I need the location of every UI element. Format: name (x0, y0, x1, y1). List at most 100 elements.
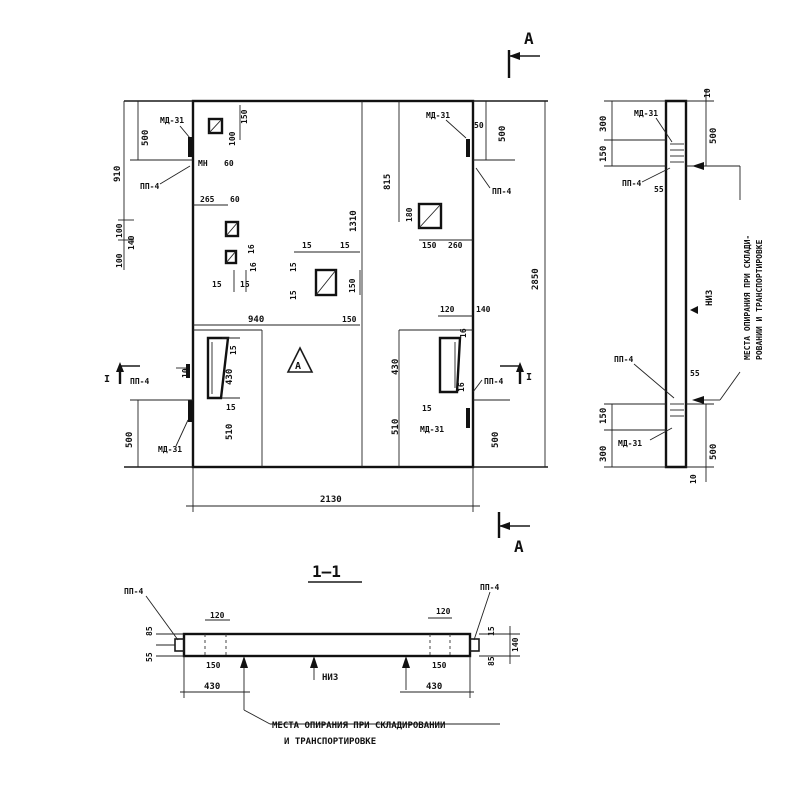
section-niz: НИЗ (322, 673, 338, 683)
md31-bottom-left: МД-31 (158, 445, 182, 454)
dim-16-b: 16 (249, 262, 258, 272)
slot-right (438, 336, 462, 394)
side-md31-top: МД-31 (634, 109, 658, 118)
side-dim-10-bottom: 10 (689, 474, 698, 484)
dim-500-top-right: 500 (498, 126, 508, 142)
side-dim-500-bottom: 500 (709, 444, 719, 460)
dim-180: 180 (405, 207, 414, 222)
cut-marker-left: I (104, 362, 140, 385)
dim-1310: 1310 (349, 210, 359, 232)
side-dim-300-bottom: 300 (599, 446, 609, 462)
side-pp4-bottom: ПП-4 (614, 355, 633, 364)
pp4-top-right: ПП-4 (492, 187, 511, 196)
dim-15-h: 15 (226, 403, 236, 412)
dim-430-left: 430 (225, 369, 235, 385)
section-pp4-right: ПП-4 (480, 583, 499, 592)
side-note-line2: РОВАНИИ И ТРАНСПОРТИРОВКЕ (755, 239, 764, 360)
side-dim-150-top: 150 (599, 146, 609, 162)
slot-left (206, 336, 230, 400)
dim-910: 910 (113, 166, 123, 182)
side-dim-55-top: 55 (654, 185, 664, 194)
side-pp4-top: ПП-4 (622, 179, 641, 188)
side-dim-10-top: 10 (703, 88, 712, 98)
dim-430-right: 430 (391, 359, 401, 375)
dim-140-right: 140 (476, 305, 491, 314)
section-dim-430-right: 430 (426, 682, 442, 692)
section-marker-bottom: А (497, 512, 530, 556)
side-dim-500-top: 500 (709, 128, 719, 144)
section-marker-label: А (524, 29, 534, 48)
cut-label-right: I (526, 372, 532, 383)
dim-15-f: 15 (289, 290, 298, 300)
side-niz: НИЗ (705, 290, 715, 306)
dim-265: 265 (200, 195, 215, 204)
dim-500-bottom-left: 500 (125, 432, 135, 448)
dim-940: 940 (248, 315, 264, 325)
dim-2850: 2850 (531, 268, 541, 290)
dim-60: 60 (224, 159, 234, 168)
dim-15-c: 15 (302, 241, 312, 250)
cut-marker-right: I (500, 362, 532, 384)
opening-small-3 (224, 249, 238, 265)
section-note-line1: МЕСТА ОПИРАНИЯ ПРИ СКЛАДИРОВАНИИ (272, 721, 445, 731)
pp4-mid-right: ПП-4 (484, 377, 503, 386)
opening-right (417, 202, 443, 230)
mark-triangle (286, 346, 314, 373)
section-body (182, 632, 472, 658)
embedded-plate-top-left (188, 137, 192, 157)
opening-small-1 (207, 117, 224, 135)
opening-small-2 (224, 220, 240, 238)
md31-top-left: МД-31 (160, 116, 184, 125)
section-dim-150-right: 150 (432, 661, 447, 670)
side-view: 300 150 МД-31 ПП-4 55 10 500 НИЗ МЕСТА О… (599, 88, 764, 484)
section-dim-55-left: 55 (145, 652, 154, 662)
section-dim-15-right: 15 (487, 626, 496, 636)
dim-50: 50 (474, 121, 484, 130)
dim-500-bottom-right: 500 (491, 432, 501, 448)
panel-outline (191, 99, 475, 469)
section-dim-150-left: 150 (206, 661, 221, 670)
section-stub-left (174, 638, 185, 652)
section-dim-85-left: 85 (145, 626, 154, 636)
section-dim-430-left: 430 (204, 682, 220, 692)
dim-16-a: 16 (247, 244, 256, 254)
section-dim-120-right: 120 (436, 607, 451, 616)
dim-15-right: 15 (422, 404, 432, 413)
section-dim-120-left: 120 (210, 611, 225, 620)
dim-120: 120 (440, 305, 455, 314)
dim-16-right: 16 (457, 382, 466, 392)
dim-15-d: 15 (340, 241, 350, 250)
md31-top-right: МД-31 (426, 111, 450, 120)
section-title: 1–1 (312, 562, 341, 581)
opening-center (314, 268, 338, 297)
cut-label-left: I (104, 374, 110, 385)
section-pp4-left: ПП-4 (124, 587, 143, 596)
section-stub-right (469, 638, 480, 652)
dim-100-a: 100 (115, 223, 124, 238)
embedded-plate-top-right (466, 139, 470, 157)
dim-10: 10 (181, 368, 190, 378)
dim-100-top: 100 (228, 131, 237, 146)
md31-bottom-right: МД-31 (420, 425, 444, 434)
mark-label: А (295, 361, 301, 372)
section-dim-85-right: 85 (487, 656, 496, 666)
dim-60-b: 60 (230, 195, 240, 204)
dim-150-mid: 150 (348, 278, 357, 293)
dim-15-a: 15 (212, 280, 222, 289)
side-dim-150-bottom: 150 (599, 408, 609, 424)
mn-label: МН (198, 159, 208, 168)
embedded-plate-mid-left (186, 364, 190, 378)
dim-815: 815 (383, 174, 393, 190)
dim-140-left: 140 (127, 235, 136, 250)
dim-15-b: 15 (240, 280, 250, 289)
dim-2130: 2130 (320, 495, 342, 505)
embedded-plate-bottom-right (466, 408, 470, 428)
dim-15-g: 15 (229, 345, 238, 355)
section-dim-140: 140 (511, 637, 520, 652)
section-view: 1–1 ПП-4 ПП-4 85 55 120 120 15 85 140 15… (124, 562, 520, 747)
pp4-mid-left: ПП-4 (130, 377, 149, 386)
side-outline (664, 99, 688, 469)
dim-500-top-left: 500 (141, 130, 151, 146)
dim-15-e: 15 (289, 262, 298, 272)
